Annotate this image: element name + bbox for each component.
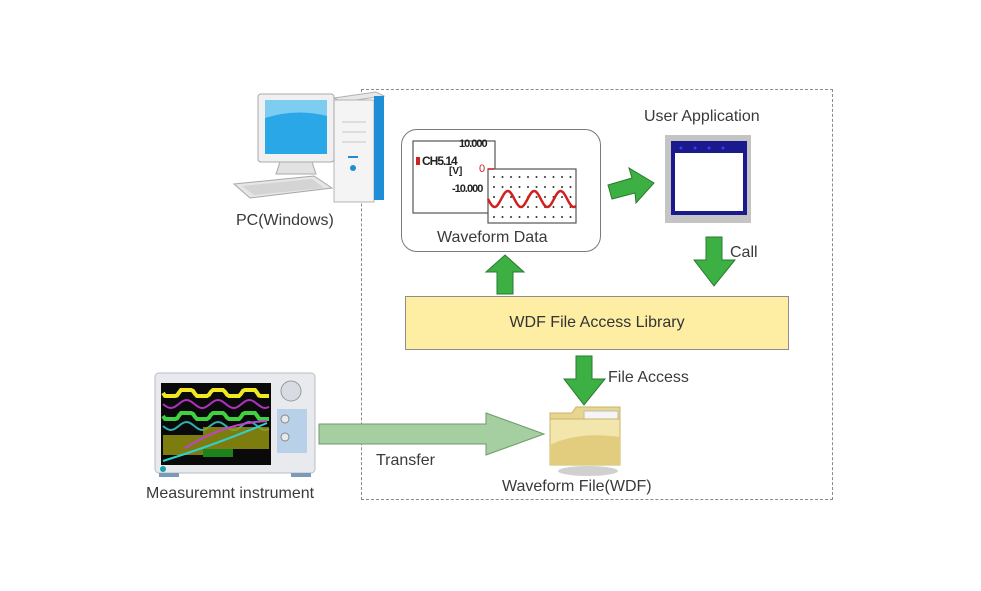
grid-dot <box>552 206 555 208</box>
grid-dot <box>561 216 563 218</box>
grid-dot <box>552 216 555 218</box>
file-access-label: File Access <box>608 369 689 386</box>
grid-dot <box>544 186 546 188</box>
arrow-transfer <box>318 412 546 456</box>
instrument-label: Measuremnt instrument <box>146 485 315 502</box>
arrow-call <box>692 236 737 287</box>
waveform-data-label: Waveform Data <box>437 229 548 246</box>
grid-dot <box>535 206 538 208</box>
transfer-label: Transfer <box>376 452 435 469</box>
grid-dot <box>569 216 572 218</box>
waveform-top-value: 10.000 <box>459 138 488 150</box>
grid-dot <box>501 176 504 178</box>
arrow-to-waveform-data <box>484 254 526 295</box>
grid-dot <box>527 186 529 188</box>
grid-dot <box>561 206 563 208</box>
arrow-file-access <box>562 355 607 406</box>
grid-dot <box>501 206 504 208</box>
grid-dot <box>561 176 563 178</box>
pc-boundary <box>361 89 833 500</box>
library-label: WDF File Access Library <box>509 314 685 331</box>
grid-dot <box>510 206 512 208</box>
grid-dot <box>535 186 538 188</box>
grid-dot <box>501 216 504 218</box>
user-app-label: User Application <box>644 108 760 125</box>
grid-dot <box>493 196 495 198</box>
waveform-channel: CH5.14 <box>422 154 458 168</box>
wdf-library-node[interactable]: WDF File Access Library <box>405 296 789 350</box>
waveform-unit: [V] <box>449 166 463 177</box>
waveform-bottom-value: -10.000 <box>452 183 483 195</box>
folder-icon[interactable] <box>548 405 626 477</box>
grid-dot <box>552 186 555 188</box>
grid-dot <box>527 206 529 208</box>
grid-dot <box>493 186 495 188</box>
grid-dot <box>535 216 538 218</box>
pc-label: PC(Windows) <box>236 212 334 229</box>
waveform-display-icon <box>412 140 577 224</box>
application-window-icon[interactable] <box>665 135 751 223</box>
grid-dot <box>544 176 546 178</box>
grid-dot <box>527 216 529 218</box>
grid-dot <box>493 216 495 218</box>
desktop-computer-icon <box>232 91 386 203</box>
grid-dot <box>544 196 546 198</box>
grid-dot <box>561 186 563 188</box>
waveform-zero-value: 0 <box>479 163 486 175</box>
grid-dot <box>544 216 546 218</box>
grid-dot <box>527 176 529 178</box>
grid-dot <box>569 186 572 188</box>
arrow-to-user-app <box>607 166 655 205</box>
grid-dot <box>535 176 538 178</box>
grid-dot <box>561 196 563 198</box>
grid-dot <box>552 176 555 178</box>
call-label: Call <box>730 244 758 261</box>
grid-dot <box>493 176 495 178</box>
grid-dot <box>569 196 572 198</box>
grid-dot <box>518 216 521 218</box>
grid-dot <box>510 186 512 188</box>
grid-dot <box>510 216 512 218</box>
grid-dot <box>501 186 504 188</box>
grid-dot <box>569 176 572 178</box>
grid-dot <box>518 186 521 188</box>
oscilloscope-icon <box>154 372 316 477</box>
grid-dot <box>510 176 512 178</box>
wdf-file-label: Waveform File(WDF) <box>502 478 652 495</box>
grid-dot <box>535 196 538 198</box>
grid-dot <box>518 176 521 178</box>
grid-dot <box>518 196 521 198</box>
grid-dot <box>510 196 512 198</box>
